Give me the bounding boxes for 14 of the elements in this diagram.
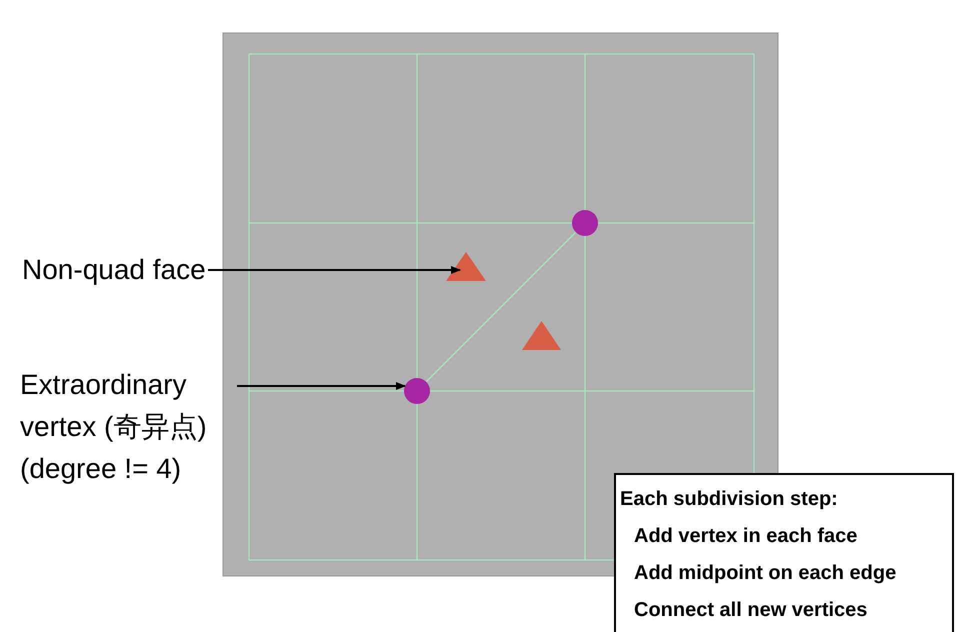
note-box — [614, 473, 954, 632]
step-text: Connect all new vertices — [633, 598, 868, 623]
note-heading: Each subdivision step: — [620, 487, 839, 512]
vertex-dot — [572, 210, 598, 236]
arrow — [237, 382, 406, 390]
face-triangle — [522, 321, 561, 350]
arrow — [208, 266, 461, 274]
step-text: Add midpoint on each edge — [633, 561, 898, 586]
vertex-dot — [404, 378, 430, 404]
callout-label: Extraordinary vertex (奇异点) (degree != 4) — [20, 364, 235, 490]
mesh-edge-line — [426, 232, 576, 382]
step-text: Add vertex in each face — [633, 524, 858, 549]
callout-label: Non-quad face — [22, 249, 206, 291]
face-triangle — [446, 252, 486, 281]
